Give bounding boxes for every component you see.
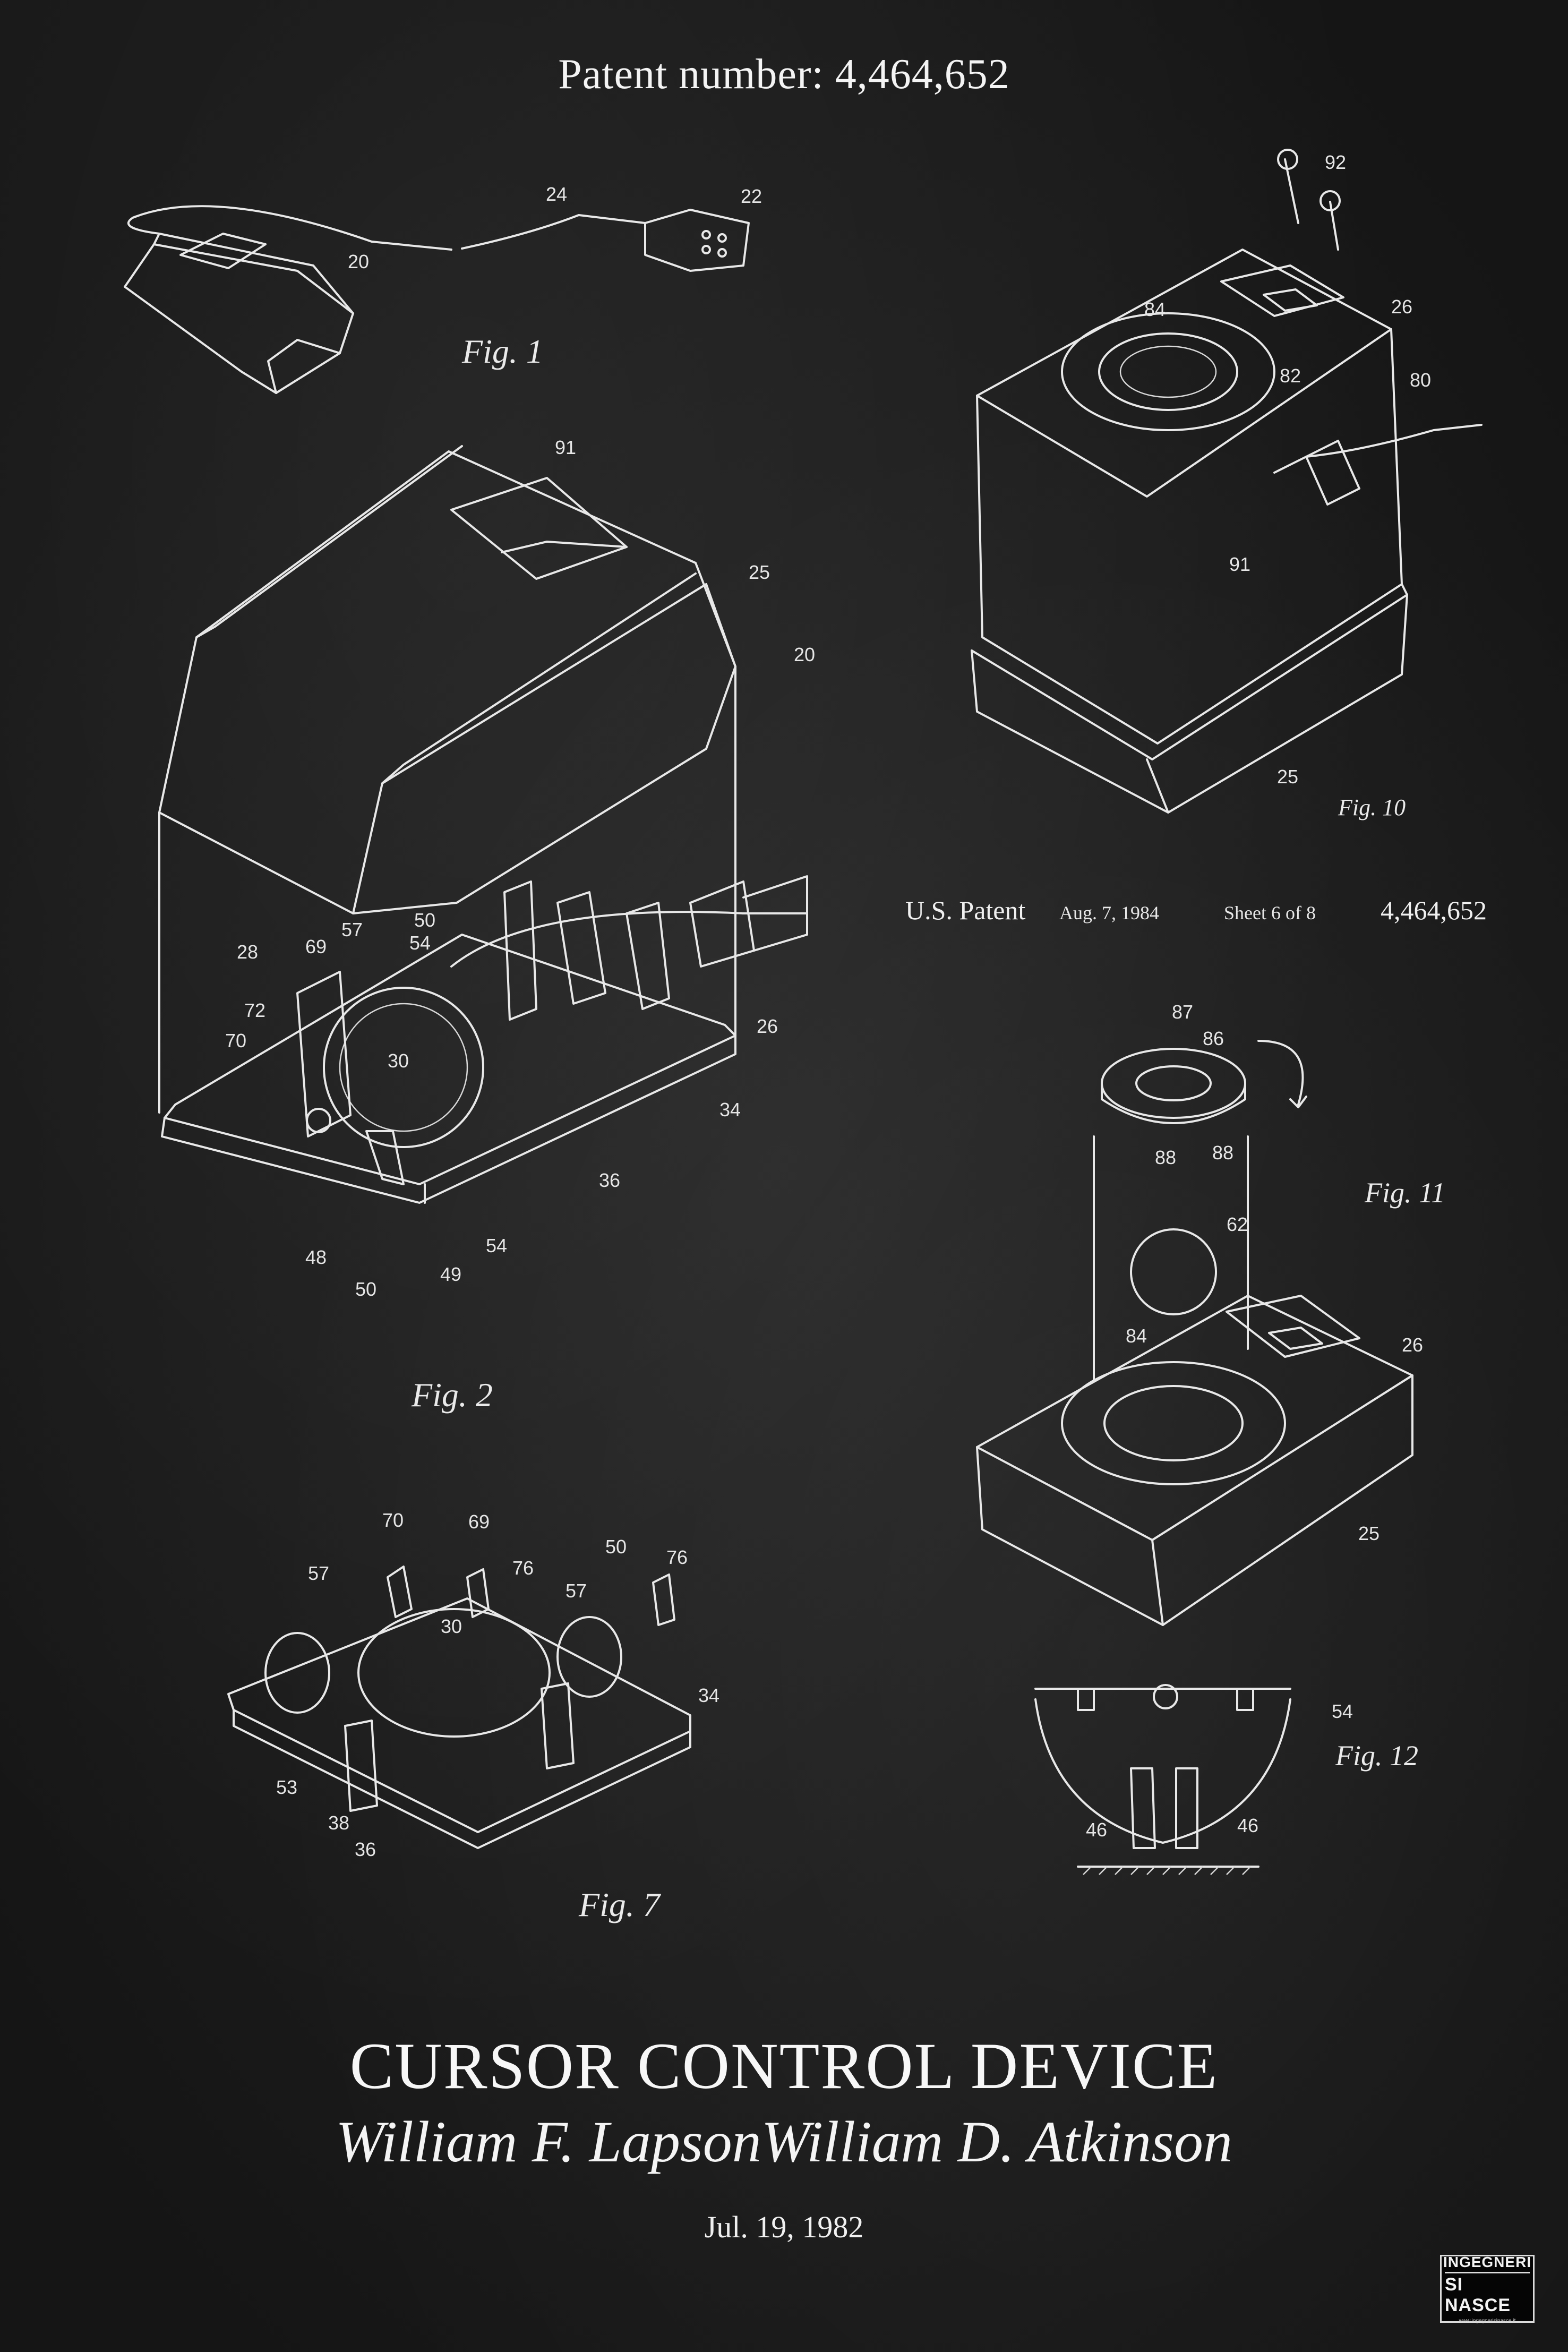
device-title: CURSOR CONTROL DEVICE	[349, 2030, 1219, 2102]
fig7-drawing: 70 69 57 76 50 76 57 30 34 53 38 36	[227, 1509, 719, 1860]
inventors: William F. LapsonWilliam D. Atkinson	[0, 2108, 1568, 2176]
fig7-ref: 76	[512, 1557, 534, 1579]
fig2-ref: 70	[225, 1030, 246, 1051]
logo-line2: SI NASCE	[1445, 2272, 1530, 2316]
fig12-ref: 46	[1086, 1819, 1107, 1841]
fig2-label: Fig. 2	[412, 1376, 493, 1414]
fig7-ref: 50	[605, 1536, 627, 1558]
fig10-ref: 26	[1391, 296, 1412, 318]
fig1-ref: 24	[546, 183, 567, 205]
fig1-drawing: 24 22 20	[124, 183, 762, 394]
fig11-ref: 87	[1172, 1001, 1193, 1023]
fig1-ref: 20	[348, 251, 369, 272]
fig7-ref: 34	[698, 1684, 719, 1706]
filing-date: Jul. 19, 1982	[704, 2210, 864, 2244]
fig11-ref: 25	[1358, 1523, 1380, 1544]
fig11-label: Fig. 11	[1365, 1177, 1445, 1209]
fig7-ref: 57	[565, 1580, 587, 1602]
fig11-drawing: 87 86 88 88 62 84 26 25	[976, 1001, 1423, 1626]
fig11-ref: 84	[1126, 1325, 1147, 1347]
logo-url: www.ingegnerisinasce.it	[1459, 2318, 1516, 2324]
fig10-label: Fig. 10	[1338, 794, 1406, 820]
fig10-drawing: 92 26 84 82 80 91 25	[971, 149, 1483, 814]
fig2-ref: 36	[599, 1169, 620, 1191]
logo-line1: INGEGNERI	[1443, 2254, 1532, 2270]
fig11-ref: 26	[1402, 1334, 1423, 1356]
fig10-ref: 25	[1277, 766, 1298, 788]
fig10-ref: 82	[1280, 365, 1301, 387]
fig7-ref: 69	[468, 1511, 490, 1533]
fig7-label: Fig. 7	[579, 1886, 660, 1923]
fig10-ref: 80	[1410, 369, 1431, 391]
fig7-ref: 30	[441, 1615, 462, 1637]
fig7-ref: 36	[355, 1838, 376, 1860]
fig2-ref: 26	[757, 1015, 778, 1037]
fig7-ref: 38	[328, 1812, 349, 1834]
fig10-ref: 84	[1144, 298, 1166, 320]
fig7-ref: 57	[308, 1562, 329, 1584]
fig2-ref: 91	[555, 437, 576, 458]
fig11-ref: 88	[1212, 1142, 1233, 1164]
fig2-ref: 30	[388, 1050, 409, 1072]
fig2-ref: 72	[244, 999, 265, 1021]
fig2-ref: 57	[341, 919, 363, 940]
us-patent-label: U.S. Patent	[905, 895, 1026, 925]
sheet-patent-number: 4,464,652	[1381, 895, 1487, 925]
fig11-ref: 88	[1155, 1147, 1176, 1168]
fig1-label: Fig. 1	[462, 332, 543, 370]
fig2-ref: 50	[355, 1278, 376, 1300]
sheet-number: Sheet 6 of 8	[1224, 902, 1316, 923]
fig2-ref: 28	[237, 941, 258, 963]
inventor-2: William D. Atkinson	[761, 2109, 1232, 2174]
fig2-ref: 25	[749, 561, 770, 583]
fig12-ref: 54	[1332, 1700, 1353, 1722]
fig7-ref: 76	[666, 1546, 688, 1568]
fig11-ref: 62	[1227, 1213, 1248, 1235]
fig12-drawing: 54 46 46	[1034, 1684, 1353, 1875]
fig2-ref: 54	[409, 932, 431, 954]
brand-logo: INGEGNERI SI NASCE www.ingegnerisinasce.…	[1440, 2254, 1535, 2324]
patent-number-header: Patent number: 4,464,652	[558, 51, 1010, 98]
fig2-ref: 69	[305, 936, 327, 957]
fig12-label: Fig. 12	[1335, 1740, 1418, 1772]
fig12-ref: 46	[1237, 1815, 1258, 1836]
inventor-1: William F. Lapson	[336, 2109, 761, 2174]
fig2-ref: 54	[486, 1235, 507, 1256]
sheet-date: Aug. 7, 1984	[1059, 902, 1159, 923]
fig7-ref: 70	[382, 1509, 404, 1531]
fig2-ref: 20	[794, 644, 815, 665]
fig2-ref: 49	[440, 1263, 461, 1285]
fig10-ref: 91	[1229, 553, 1250, 575]
fig2-ref: 34	[719, 1099, 741, 1121]
fig2-ref: 50	[414, 909, 435, 931]
fig11-ref: 86	[1203, 1028, 1224, 1049]
fig10-ref: 92	[1325, 151, 1346, 173]
fig1-ref: 22	[741, 185, 762, 207]
fig2-drawing: 91 25 20 50 57 54 28 69 72 70 30 26 34 3…	[158, 437, 815, 1300]
fig2-ref: 48	[305, 1246, 327, 1268]
fig7-ref: 53	[276, 1776, 297, 1798]
